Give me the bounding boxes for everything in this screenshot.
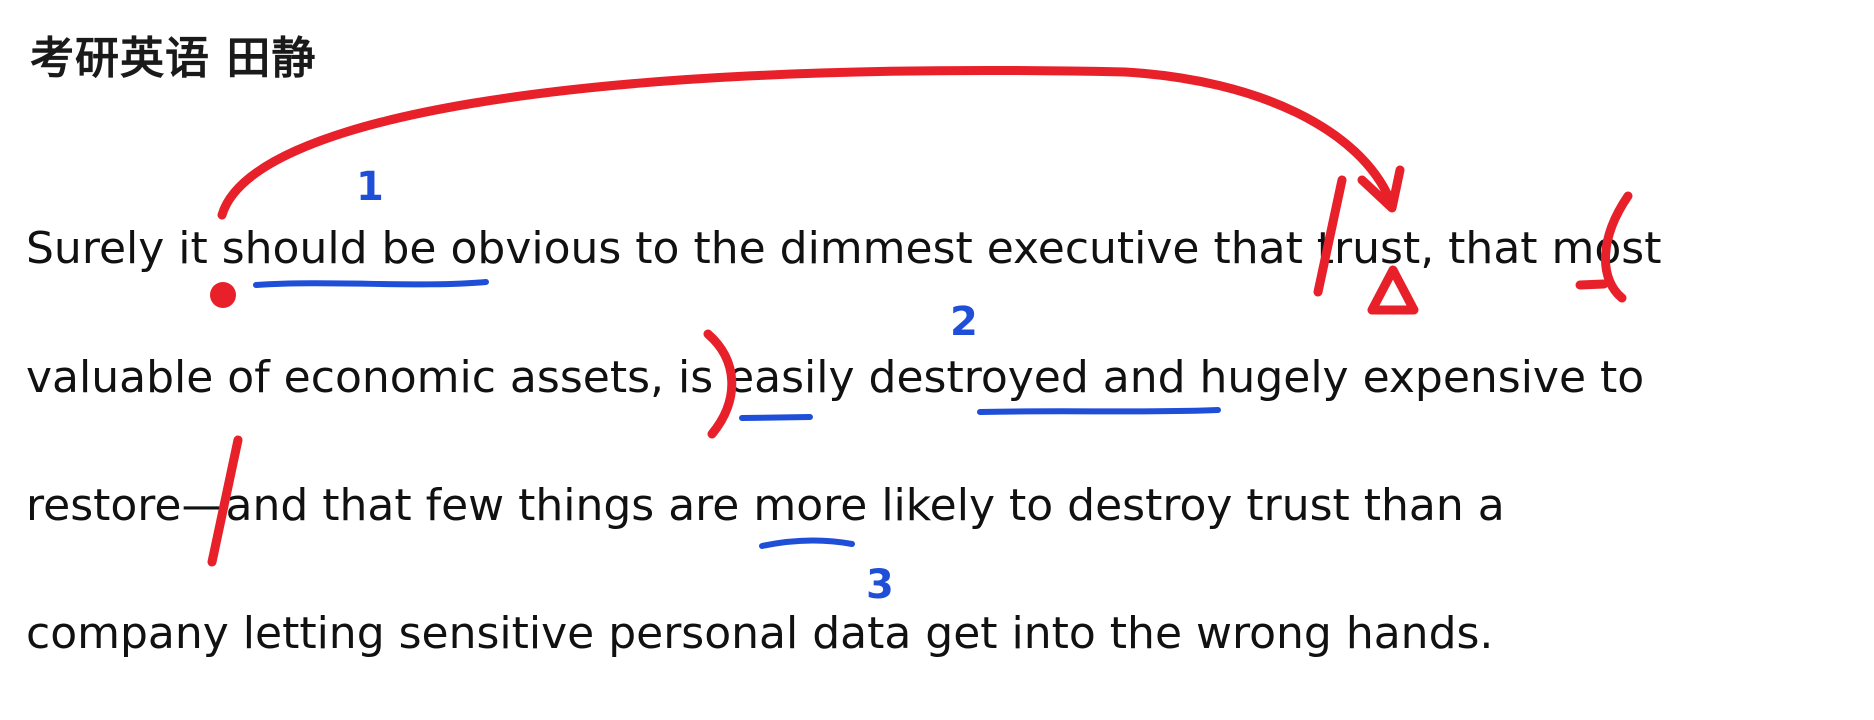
marker-2: 2 [950, 299, 978, 345]
passage-line-2: valuable of economic assets, is easily d… [26, 352, 1645, 403]
underline-is [739, 414, 813, 421]
red-arrow-head [1357, 165, 1405, 213]
underline-should-be [253, 279, 489, 288]
passage-line-3: restore—and that few things are more lik… [26, 480, 1505, 531]
red-small-dash [1575, 279, 1609, 290]
passage-line-1: Surely it should be obvious to the dimme… [26, 223, 1662, 274]
red-arc-arrow [217, 65, 1395, 220]
passage-line-4: company letting sensitive personal data … [26, 608, 1494, 659]
red-dot [210, 282, 236, 308]
page-title: 考研英语 田静 [30, 33, 317, 84]
underline-are [759, 537, 855, 549]
red-triangle-marker [1367, 265, 1419, 315]
marker-3: 3 [866, 562, 894, 608]
marker-1: 1 [356, 164, 384, 210]
underline-destroyed [977, 407, 1221, 415]
